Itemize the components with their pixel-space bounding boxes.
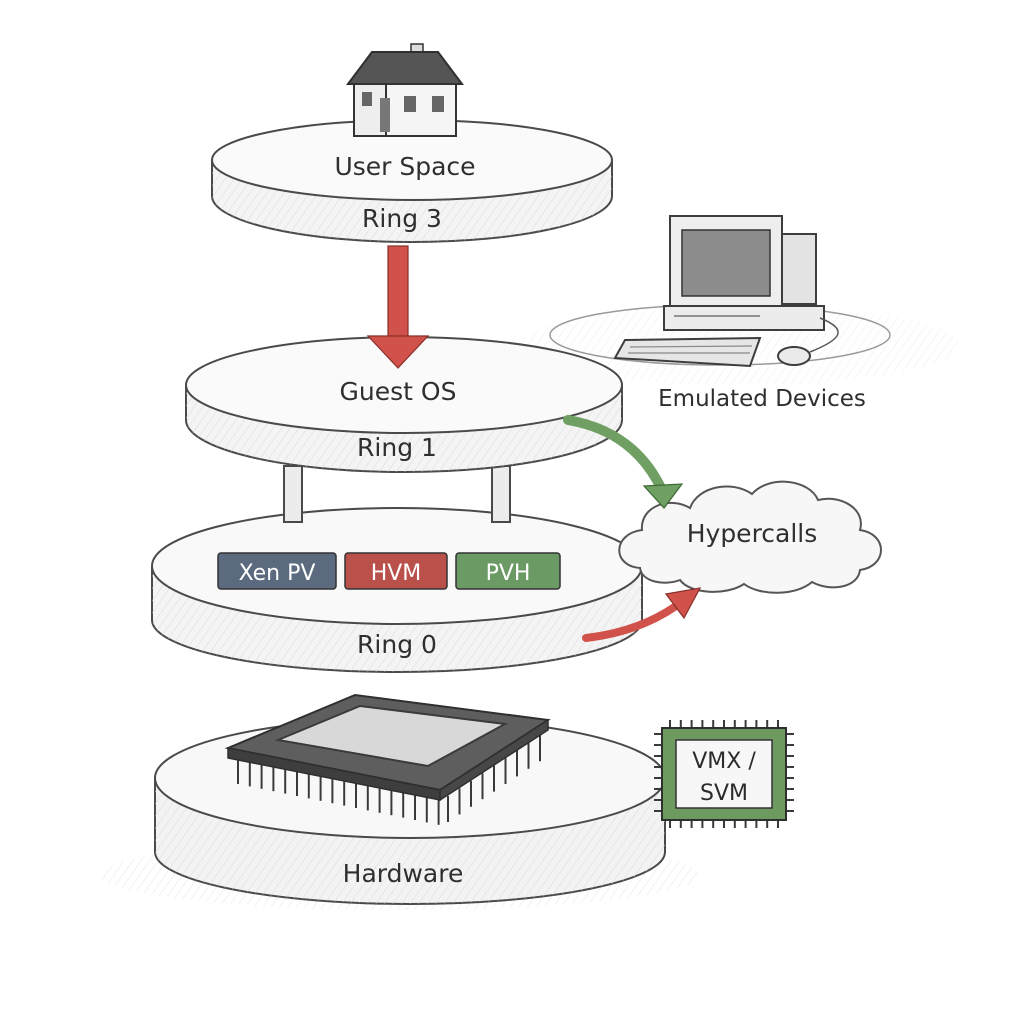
cpu-chip-icon <box>224 693 551 825</box>
hypercalls-label: Hypercalls <box>687 519 818 548</box>
mode-label: Xen PV <box>239 561 316 586</box>
ring3-label: Ring 3 <box>362 204 442 233</box>
guest-os-label: Guest OS <box>340 377 457 406</box>
user-space-label: User Space <box>334 152 475 181</box>
mode-label: HVM <box>371 561 422 586</box>
vmx-label: VMX / <box>692 749 756 774</box>
return-arrow-red <box>582 587 702 642</box>
mode-badge-pvh: PVH <box>455 552 561 590</box>
house-icon <box>346 43 464 137</box>
mode-badge-hvm: HVM <box>344 552 448 590</box>
emulated-devices-label: Emulated Devices <box>658 386 866 412</box>
vmx-chip-icon <box>654 720 794 828</box>
ring3-disc <box>211 119 613 243</box>
ring1-disc <box>185 336 623 473</box>
ring1-label: Ring 1 <box>357 433 437 462</box>
computer-icon <box>549 215 891 368</box>
svm-label: SVM <box>700 781 748 806</box>
support-posts <box>283 465 511 523</box>
down-arrow-red <box>366 245 430 369</box>
mode-label: PVH <box>486 561 531 586</box>
ring0-label: Ring 0 <box>357 630 437 659</box>
hypercall-arrow-green <box>563 415 684 509</box>
mode-badge-xen-pv: Xen PV <box>217 552 337 590</box>
hardware-label: Hardware <box>343 859 464 888</box>
